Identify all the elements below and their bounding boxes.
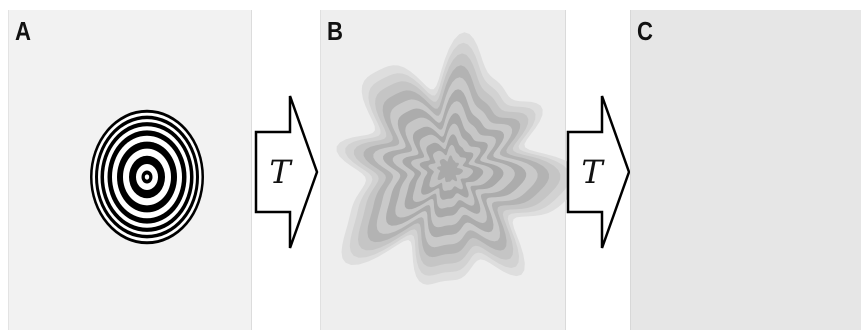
transform-arrow-2: T bbox=[566, 94, 636, 250]
right-arrow-icon bbox=[566, 95, 631, 249]
right-arrow-icon bbox=[254, 95, 319, 249]
transform-arrow-1: T bbox=[254, 94, 324, 250]
panel-a: A bbox=[8, 10, 252, 330]
transform-label-1: T bbox=[269, 153, 291, 191]
panel-b: B bbox=[320, 10, 567, 330]
panel-c: C bbox=[630, 10, 861, 330]
panel-a-label: A bbox=[15, 16, 31, 46]
distorted-rings-figure bbox=[336, 32, 567, 285]
panel-b-label: B bbox=[327, 16, 343, 46]
distorted-ring bbox=[437, 155, 463, 183]
panel-c-label: C bbox=[637, 16, 653, 46]
transform-label-2: T bbox=[581, 153, 603, 191]
concentric-rings-figure bbox=[90, 109, 204, 245]
